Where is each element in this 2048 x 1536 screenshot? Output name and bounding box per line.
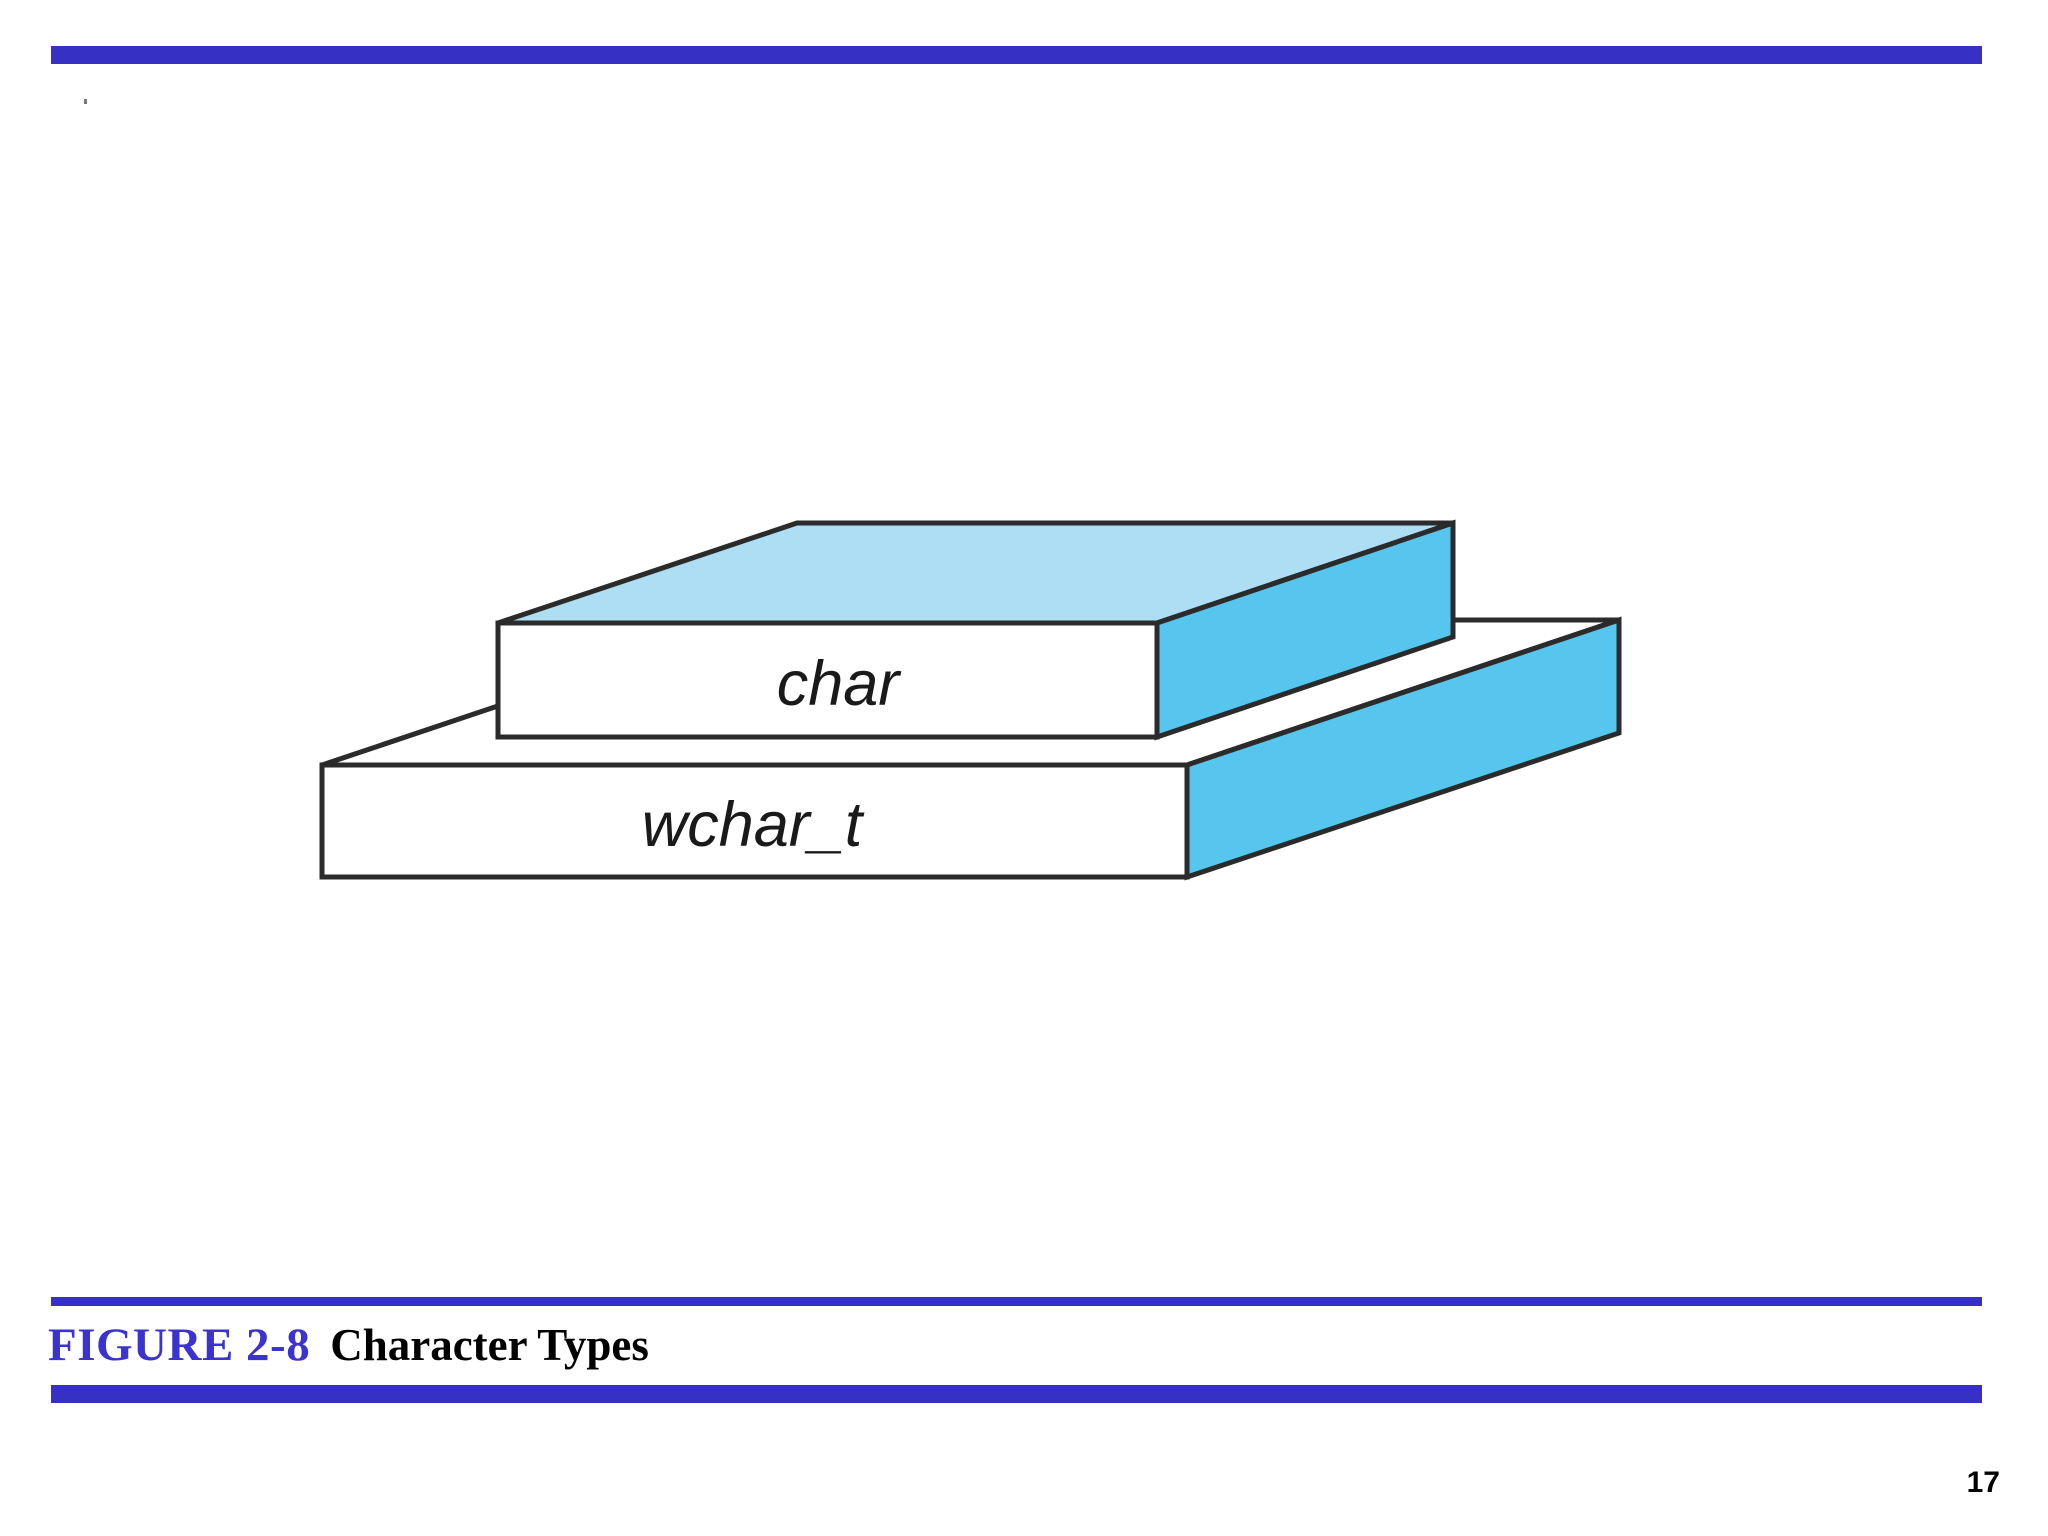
wchar-t-front-face bbox=[319, 762, 1190, 880]
wchar-t-label: wchar_t bbox=[642, 790, 865, 860]
figure-caption: FIGURE 2-8 Character Types bbox=[48, 1308, 1948, 1382]
character-types-isometric-svg: wchar_t char bbox=[319, 519, 1622, 881]
char-front-face bbox=[495, 620, 1160, 740]
figure-number-label: FIGURE 2-8 bbox=[48, 1319, 311, 1371]
char-label: char bbox=[777, 649, 903, 719]
caption-top-rule bbox=[51, 1297, 1982, 1306]
figure-diagram: wchar_t char bbox=[319, 519, 1622, 881]
page-number: 17 bbox=[1966, 1466, 2000, 1499]
char-block: char bbox=[495, 519, 1456, 741]
scan-speck-artifact bbox=[84, 99, 87, 104]
top-accent-rule bbox=[51, 46, 1982, 64]
caption-bottom-rule bbox=[51, 1385, 1982, 1403]
figure-title: Character Types bbox=[330, 1320, 649, 1370]
